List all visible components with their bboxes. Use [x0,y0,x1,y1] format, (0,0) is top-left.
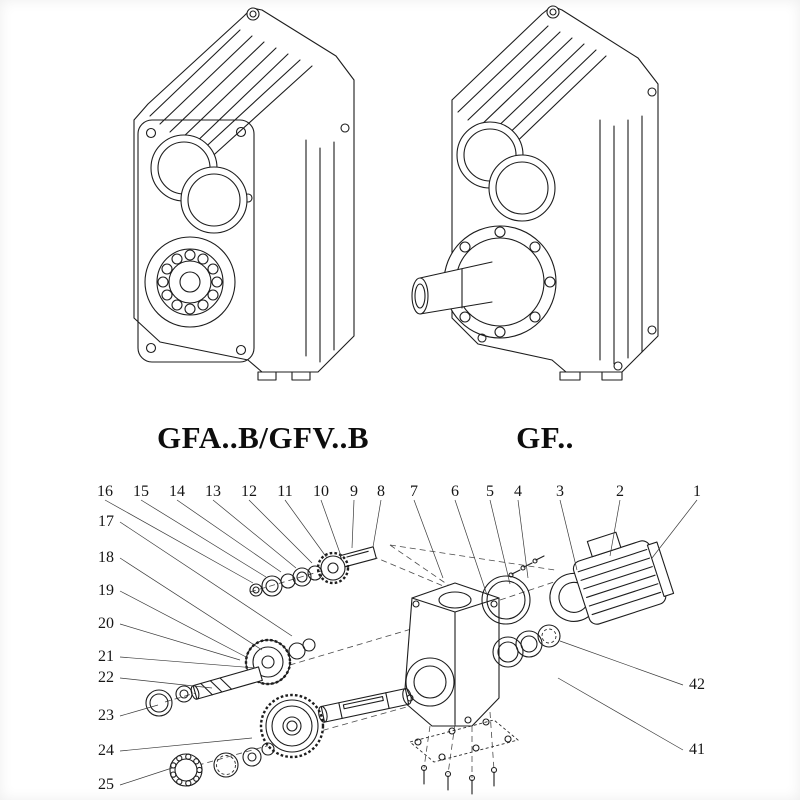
callout-5: 5 [486,483,494,500]
callout-8: 8 [377,483,385,500]
callout-20: 20 [98,615,114,632]
output-shaft [318,688,412,723]
gearbox-drawing-gfab [133,7,355,381]
bottom-bearing-set [169,742,275,787]
snap-ring-and-washer [145,685,193,717]
callout-22: 22 [98,669,114,686]
gearbox-drawing-gf [411,5,659,381]
exploded-view-drawing [145,531,675,795]
callout-13: 13 [205,483,221,500]
callout-11: 11 [277,483,293,500]
callout-17: 17 [98,513,114,530]
callout-18: 18 [98,549,114,566]
bearing-rollers [157,249,223,315]
callout-14: 14 [169,483,185,500]
callout-21: 21 [98,648,114,665]
output-gear [259,693,325,759]
callout-7: 7 [410,483,418,500]
callout-25: 25 [98,776,114,793]
callout-2: 2 [616,483,624,500]
callout-16: 16 [97,483,113,500]
motor [549,531,675,625]
housing [403,582,500,727]
callout-12: 12 [241,483,257,500]
callout-1: 1 [693,483,701,500]
input-shaft-assembly [249,546,377,597]
callout-6: 6 [451,483,459,500]
gasket-and-shims [481,555,561,668]
cover-screws [420,764,498,795]
callout-9: 9 [350,483,358,500]
callout-19: 19 [98,582,114,599]
cover-plate [409,711,519,795]
model-label-gf: GF.. [516,420,574,455]
leader-lines [104,499,698,786]
model-label-gfab: GFA..B/GFV..B [156,420,370,455]
callout-42: 42 [689,676,705,693]
callout-15: 15 [133,483,149,500]
callout-24: 24 [98,742,114,759]
callout-3: 3 [556,483,564,500]
pinion-shaft [190,666,263,700]
callout-4: 4 [514,483,522,500]
callout-23: 23 [98,707,114,724]
flange-bolt-holes [444,226,556,338]
callout-10: 10 [313,483,329,500]
callout-41: 41 [689,741,705,758]
